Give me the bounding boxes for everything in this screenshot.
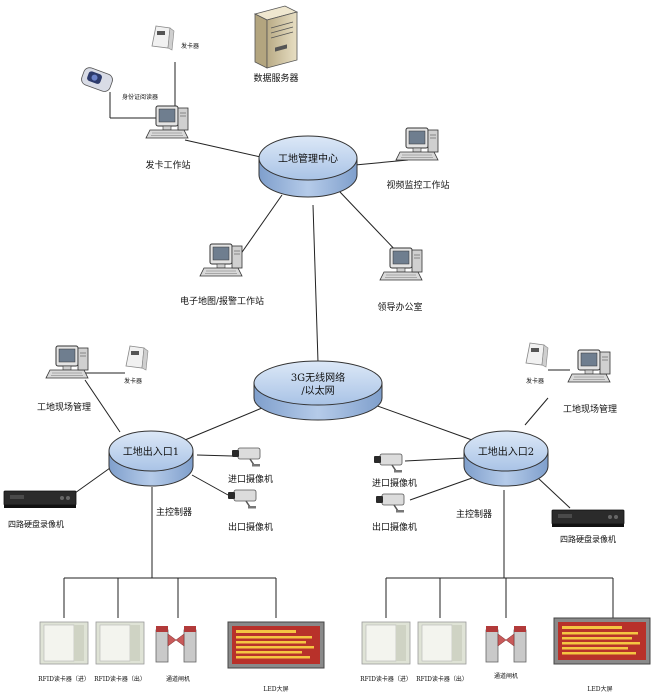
hub-wireless-label-2: /以太网 <box>301 384 334 397</box>
right-rfid-out-icon <box>417 621 467 665</box>
right-rfid-in-label: RFID读卡器（进） <box>360 675 412 683</box>
right-site-mgmt-icon <box>567 349 611 383</box>
left-site-mgmt-icon <box>45 345 89 379</box>
right-rfid-out-label: RFID读卡器（出） <box>416 675 468 683</box>
left-card-issuer-label: 发卡器 <box>124 377 142 385</box>
left-site-mgmt-label: 工地现场管理 <box>37 401 91 413</box>
left-rfid-in-label: RFID读卡器（进） <box>38 675 90 683</box>
card-station-label: 发卡工作站 <box>145 159 190 171</box>
left-turnstile-label: 通道闸机 <box>166 675 190 683</box>
left-card-issuer-icon <box>125 345 149 371</box>
hub-wireless-network: 3G无线网络 /以太网 <box>253 360 383 421</box>
right-turnstile-label: 通道闸机 <box>494 672 518 680</box>
left-out-camera-icon <box>227 489 257 510</box>
hub-management-center: 工地管理中心 <box>258 135 358 198</box>
leader-office-icon <box>379 247 423 281</box>
map-station-icon <box>199 243 243 277</box>
leader-office-label: 领导办公室 <box>377 301 422 313</box>
map-station-label: 电子地图/报警工作站 <box>180 295 264 307</box>
right-dvr-label: 四路硬盘录像机 <box>560 534 616 544</box>
hub-gate-2-label: 工地出入口2 <box>478 445 534 458</box>
server-icon <box>253 5 299 69</box>
left-dvr-icon <box>3 490 77 509</box>
right-led-label: LED大屏 <box>587 685 612 693</box>
right-site-mgmt-label: 工地现场管理 <box>563 403 617 415</box>
right-card-issuer-icon <box>525 342 549 368</box>
left-rfid-in-icon <box>39 621 89 665</box>
left-dvr-label: 四路硬盘录像机 <box>8 519 64 529</box>
left-led-label: LED大屏 <box>263 685 288 693</box>
right-controller-label: 主控制器 <box>456 508 492 520</box>
left-turnstile-icon <box>155 625 197 663</box>
video-station-icon <box>395 127 439 161</box>
right-in-camera-label: 进口摄像机 <box>372 477 417 489</box>
hub-gate-1-label: 工地出入口1 <box>123 445 179 458</box>
right-card-issuer-label: 发卡器 <box>526 377 544 385</box>
right-out-camera-label: 出口摄像机 <box>372 521 417 533</box>
card-station-icon <box>145 105 189 139</box>
left-controller-label: 主控制器 <box>156 506 192 518</box>
id-reader-label: 身份证阅读器 <box>122 93 158 101</box>
right-dvr-icon <box>551 509 625 528</box>
hub-gate-1: 工地出入口1 <box>108 430 194 487</box>
left-in-camera-icon <box>231 447 261 468</box>
card-issuer-label: 发卡器 <box>181 42 199 50</box>
hub-wireless-label-1: 3G无线网络 <box>291 371 345 384</box>
id-reader-icon <box>81 67 113 92</box>
left-in-camera-label: 进口摄像机 <box>228 473 273 485</box>
video-station-label: 视频监控工作站 <box>386 179 449 191</box>
card-issuer-icon <box>151 25 175 51</box>
left-rfid-out-label: RFID读卡器（出） <box>94 675 146 683</box>
left-out-camera-label: 出口摄像机 <box>228 521 273 533</box>
right-out-camera-icon <box>375 493 405 514</box>
left-rfid-out-icon <box>95 621 145 665</box>
right-led-icon <box>553 617 651 665</box>
right-turnstile-icon <box>485 625 527 663</box>
data-server-label: 数据服务器 <box>253 72 298 84</box>
left-led-icon <box>227 621 325 669</box>
right-rfid-in-icon <box>361 621 411 665</box>
hub-management-center-label: 工地管理中心 <box>278 152 338 165</box>
right-in-camera-icon <box>373 453 403 474</box>
hub-gate-2: 工地出入口2 <box>463 430 549 487</box>
